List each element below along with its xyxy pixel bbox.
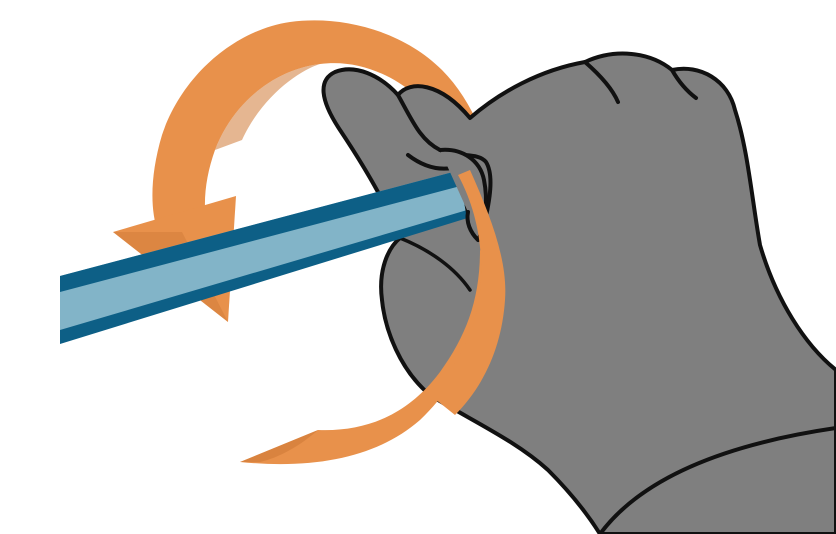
glove-body: [324, 54, 836, 534]
glove-icon: [324, 54, 836, 534]
